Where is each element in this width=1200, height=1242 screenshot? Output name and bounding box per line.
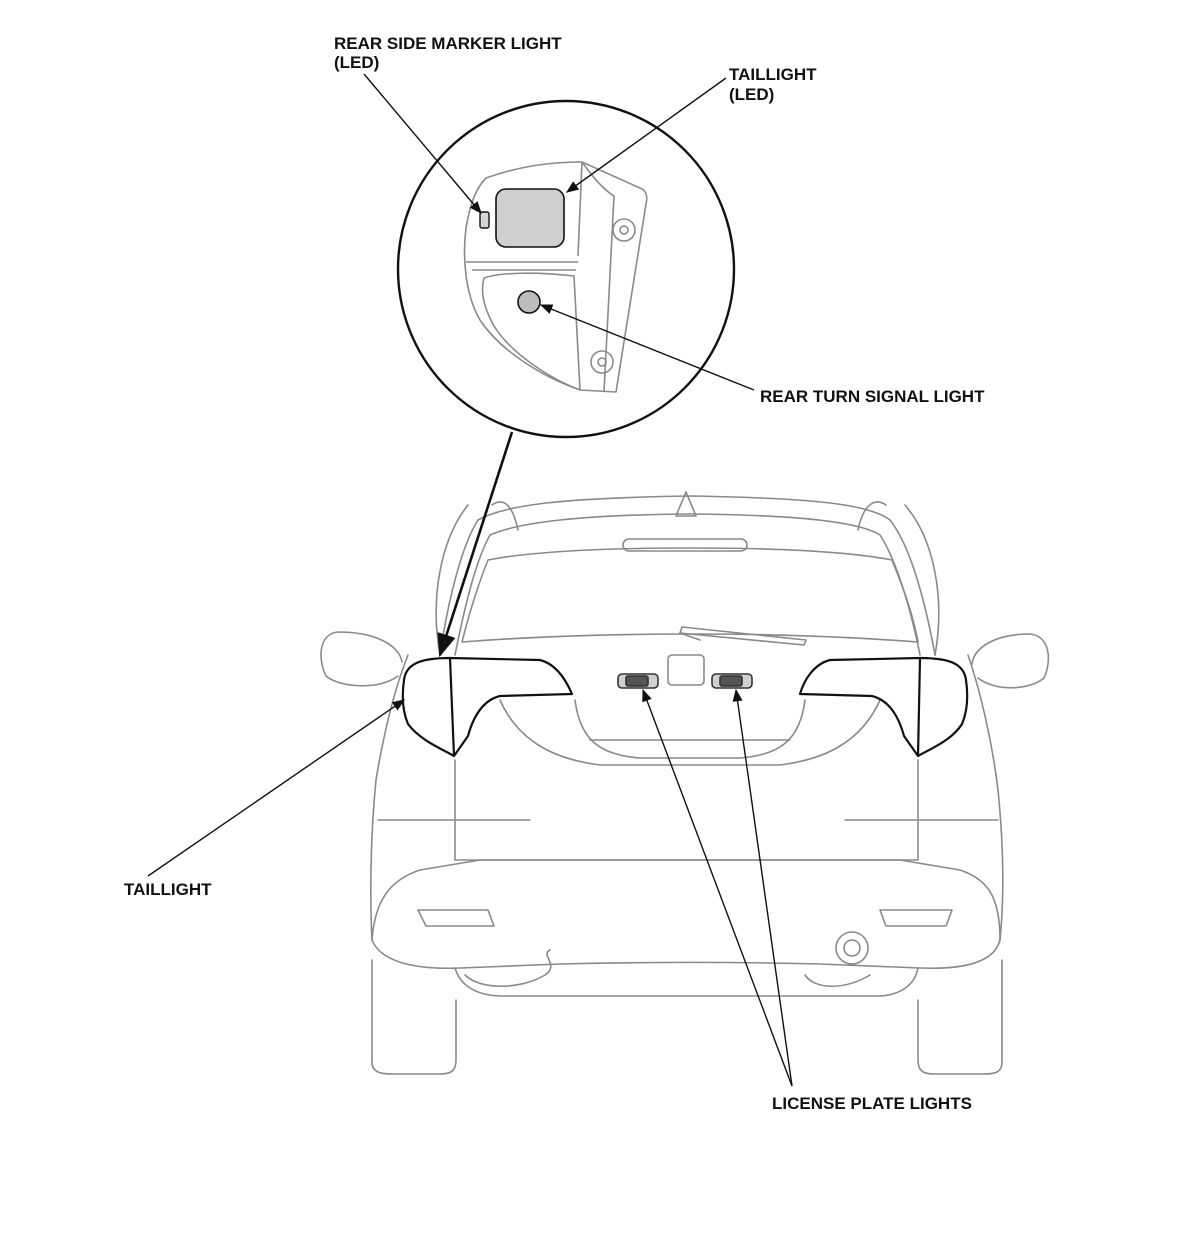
leader-taillight-led bbox=[565, 77, 727, 193]
vehicle-rear-view bbox=[320, 491, 1050, 1075]
side-marker-led bbox=[479, 211, 490, 229]
leader-lines bbox=[147, 73, 793, 1087]
leader-turn-signal bbox=[539, 304, 755, 391]
leader-side-marker bbox=[363, 73, 482, 214]
label-taillight-led-suffix: (LED) bbox=[729, 85, 775, 104]
taillight-right bbox=[798, 656, 969, 758]
leader-plate-light-right bbox=[732, 688, 793, 1087]
leader-magnifier-to-taillight bbox=[437, 431, 514, 658]
turn-signal-bulb bbox=[517, 290, 541, 314]
license-plate-lights bbox=[617, 673, 753, 689]
label-rear-side-marker-light: REAR SIDE MARKER LIGHT bbox=[334, 34, 562, 53]
leader-taillight bbox=[147, 699, 406, 877]
label-taillight-led-title: TAILLIGHT bbox=[729, 65, 817, 84]
taillight-detail bbox=[463, 161, 648, 393]
label-license-plate-lights: LICENSE PLATE LIGHTS bbox=[772, 1094, 972, 1113]
license-plate-light-right bbox=[711, 673, 753, 689]
label-taillight: TAILLIGHT bbox=[124, 880, 212, 899]
taillight-left bbox=[401, 656, 574, 758]
detail-magnifier-circle bbox=[396, 99, 736, 439]
license-plate-light-left bbox=[617, 673, 659, 689]
label-rear-turn-signal-light: REAR TURN SIGNAL LIGHT bbox=[760, 387, 985, 406]
leader-plate-light-left bbox=[642, 688, 793, 1087]
taillight-led-panel bbox=[495, 188, 565, 248]
label-rear-side-marker-led: (LED) bbox=[334, 53, 380, 72]
